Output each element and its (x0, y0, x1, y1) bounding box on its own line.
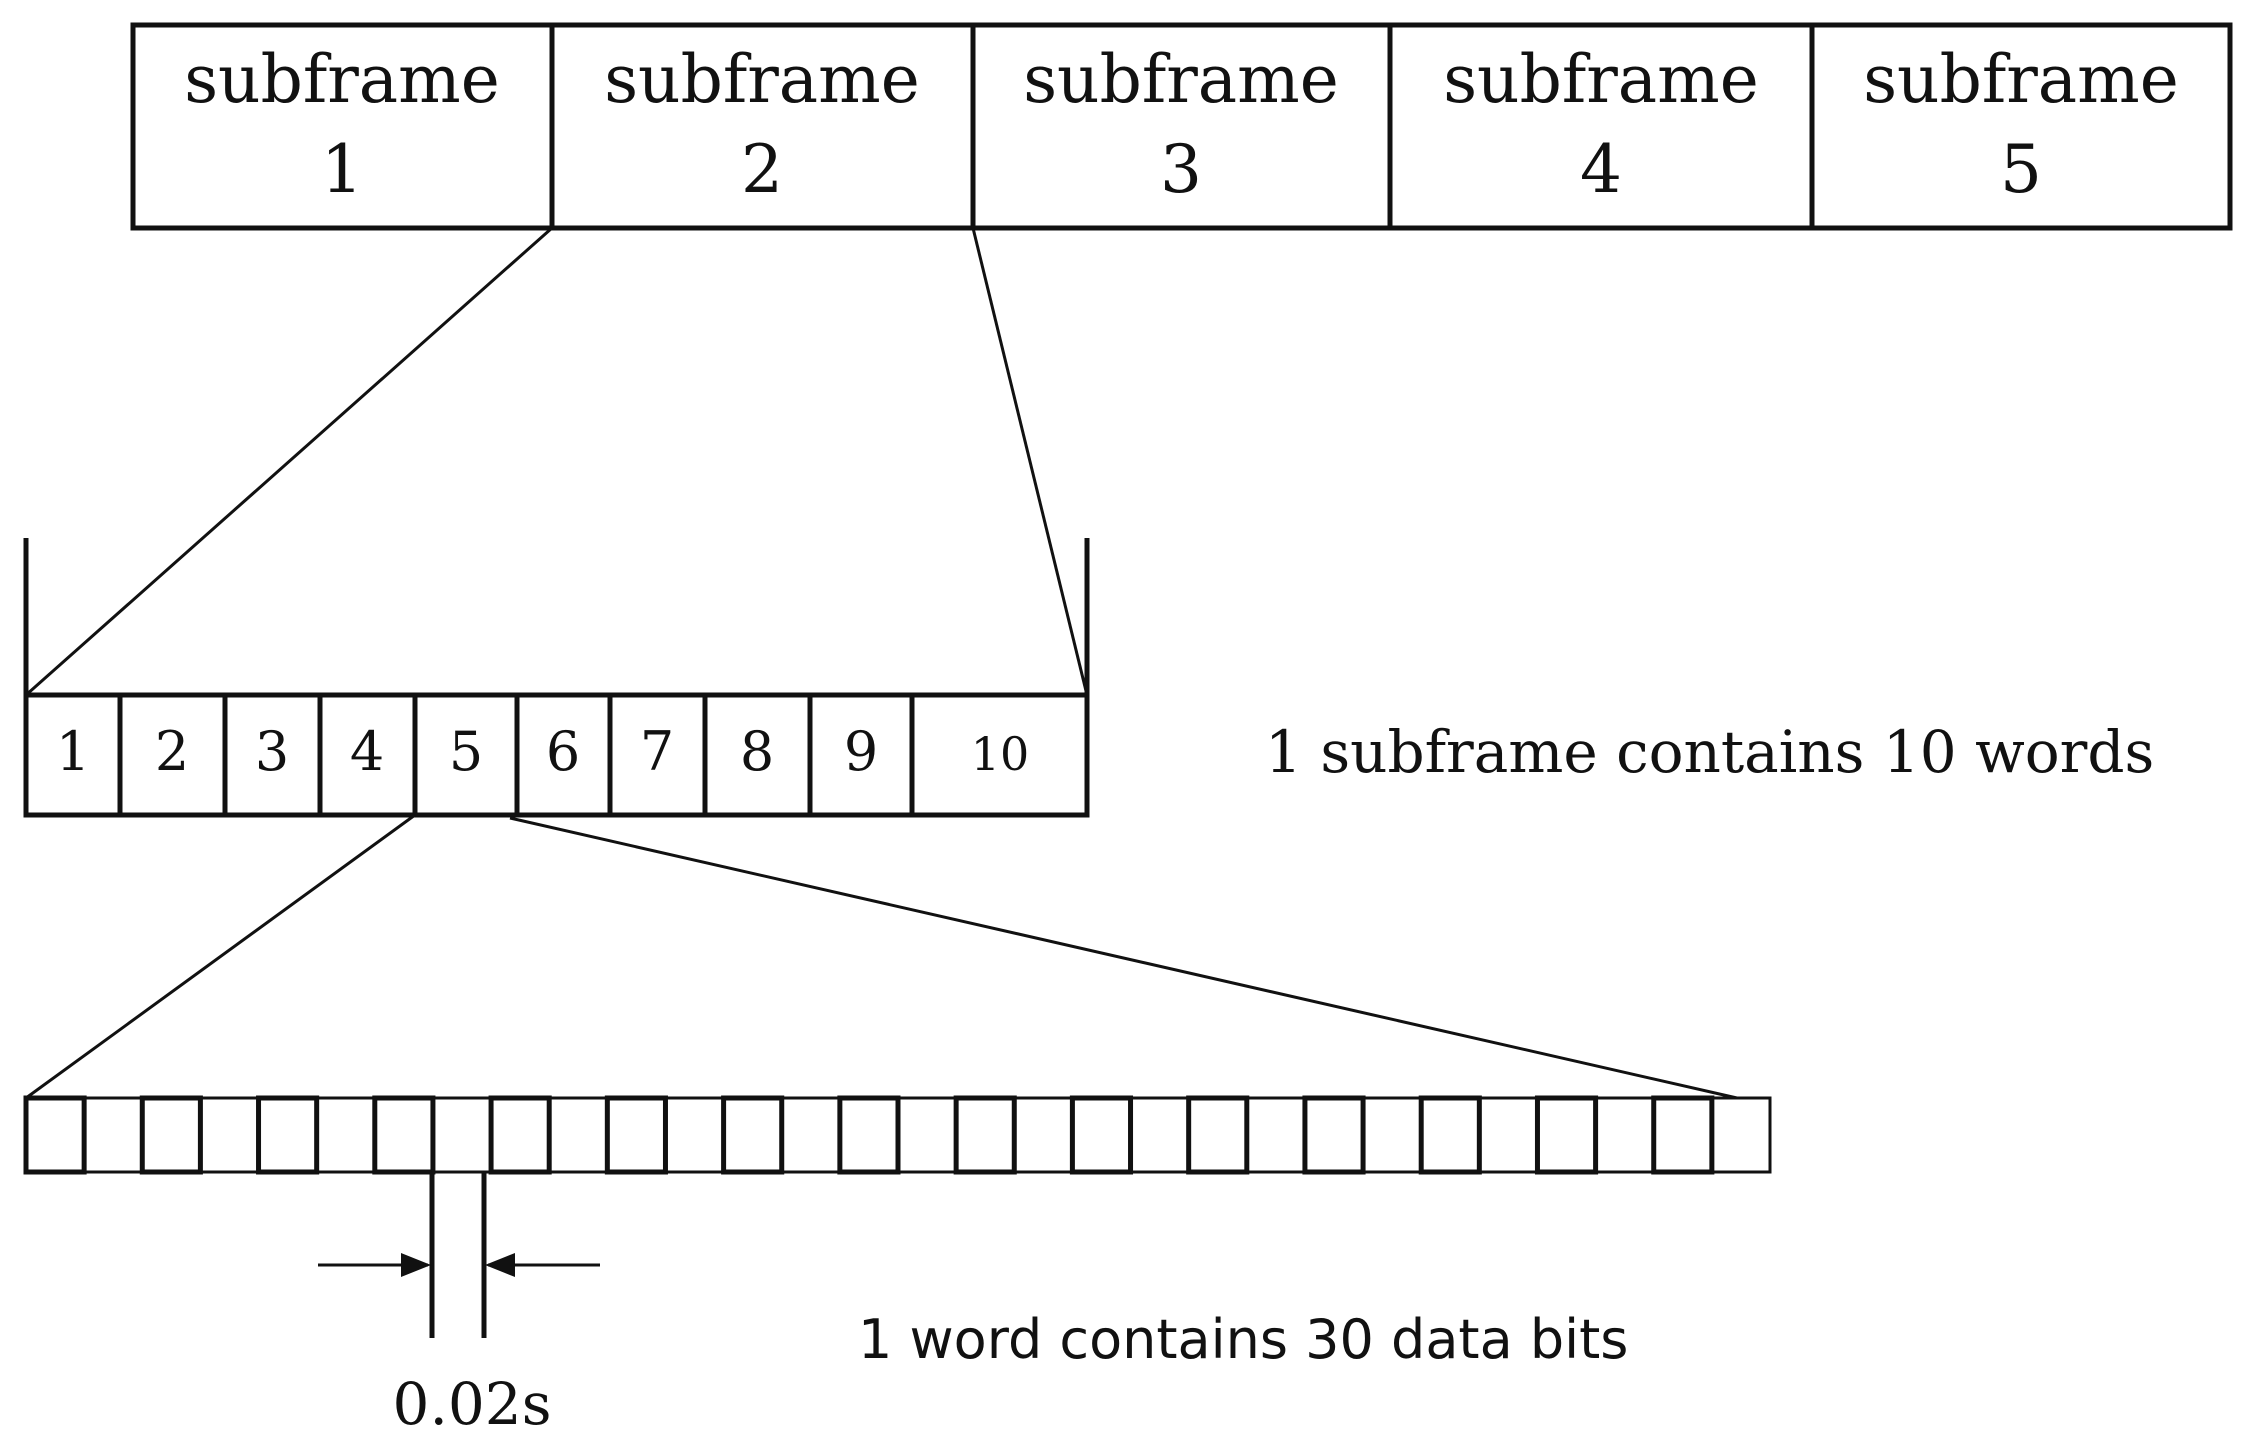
word-row (23, 692, 1090, 818)
bit-cell (1418, 1095, 1482, 1175)
subframe-1-label: subframe (184, 41, 500, 118)
subframe-row-outline (130, 22, 2233, 231)
subframe-labels: subframe 1 subframe 2 subframe 3 subfram… (184, 41, 2179, 208)
bit-cell (1186, 1095, 1250, 1175)
word-zoom-line-right (509, 816, 1738, 1100)
subframe-3-label: subframe (1023, 41, 1339, 118)
bit-cell (953, 1095, 1017, 1175)
bit-cell (1012, 1096, 1074, 1174)
bit-cell (82, 1096, 144, 1174)
word-zoom-line-left (25, 813, 416, 1100)
bit-cell (547, 1096, 609, 1174)
bit-cell (488, 1095, 552, 1175)
bit-cell (896, 1096, 958, 1174)
subframe-1-number: 1 (321, 131, 363, 208)
bit-row (23, 1095, 1772, 1175)
bit-duration-label: 0.02s (393, 1370, 552, 1438)
bit-cell (1069, 1095, 1134, 1175)
word-8-label: 8 (740, 720, 774, 783)
word-labels: 1 2 3 4 5 6 7 8 9 10 (56, 720, 1029, 783)
bit-cell (139, 1095, 203, 1175)
bit-cell (1534, 1095, 1599, 1175)
zoom-line-right (971, 227, 1089, 696)
word-6-label: 6 (546, 720, 580, 783)
bit-cell (256, 1095, 320, 1175)
bit-cell (663, 1096, 726, 1174)
subframe-4-label: subframe (1443, 41, 1759, 118)
bit-cell (431, 1096, 493, 1174)
bit-cell (372, 1095, 436, 1175)
subframe-2-label: subframe (604, 41, 920, 118)
word-zoom-lines (25, 813, 1738, 1100)
word-9-label: 9 (844, 720, 878, 783)
word-row-outline (23, 692, 1090, 818)
bit-cell (23, 1095, 87, 1175)
bit-cell (1361, 1096, 1423, 1174)
word-10-label: 10 (971, 727, 1030, 781)
bit-cell (837, 1095, 901, 1175)
word-1-label: 1 (56, 720, 90, 783)
zoom-line-left (25, 226, 553, 697)
subframe-2-number: 2 (741, 131, 783, 208)
bit-cell (1594, 1096, 1656, 1174)
word-2-label: 2 (155, 720, 189, 783)
bit-cell (1651, 1095, 1715, 1175)
bit-cell (1710, 1096, 1772, 1174)
bit-cell (780, 1096, 842, 1174)
subframe-5-label: subframe (1863, 41, 2179, 118)
bit-duration-indicator (429, 1172, 487, 1338)
bit-cell (1477, 1096, 1539, 1174)
word-3-label: 3 (255, 720, 289, 783)
subframe-5-number: 5 (2000, 131, 2042, 208)
bit-cell (315, 1096, 377, 1174)
subframe-3-number: 3 (1160, 131, 1202, 208)
subframe-4-number: 4 (1580, 131, 1622, 208)
bit-cell (604, 1095, 668, 1175)
bit-cell (1129, 1096, 1191, 1174)
subframe-row (130, 22, 2233, 231)
subframe-zoom-lines (25, 226, 1089, 697)
word-caption: 1 word contains 30 data bits (858, 1308, 1628, 1371)
word-7-label: 7 (640, 720, 674, 783)
bit-cell (1245, 1096, 1307, 1174)
word-4-label: 4 (350, 720, 384, 783)
word-5-label: 5 (449, 720, 483, 783)
bit-cell (198, 1096, 261, 1174)
bit-cell (721, 1095, 785, 1175)
bit-cell (1302, 1095, 1366, 1175)
subframe-caption: 1 subframe contains 10 words (1265, 718, 2154, 786)
